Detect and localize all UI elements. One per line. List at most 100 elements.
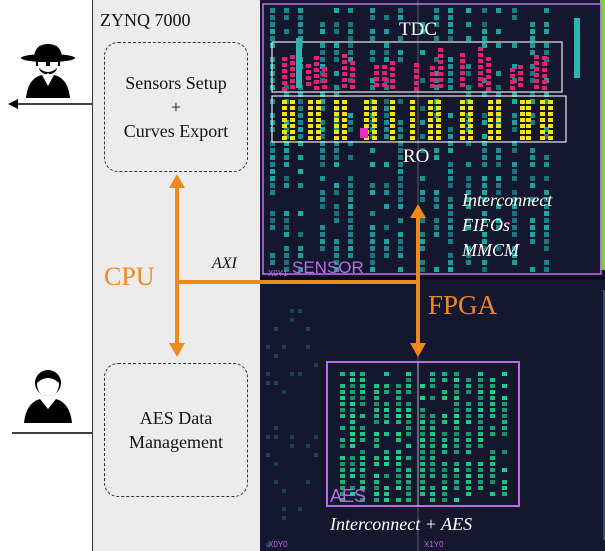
ro-cell — [342, 112, 347, 116]
fabric-cell — [530, 218, 535, 223]
fabric-cell — [544, 239, 549, 244]
aes-cell — [384, 456, 389, 460]
ro-cell — [428, 100, 433, 104]
fabric-cell — [434, 155, 439, 160]
fpga-panel — [260, 0, 605, 551]
fabric-cell — [448, 197, 453, 202]
aes-cell — [420, 414, 425, 418]
fabric-cell — [448, 22, 453, 27]
fabric-cell — [496, 71, 501, 76]
fabric-cell — [434, 267, 439, 272]
fabric-cell — [348, 36, 353, 41]
fpga-device-view — [260, 0, 605, 551]
fabric-cell — [284, 183, 289, 188]
aes-cell — [396, 450, 401, 454]
aes-cell — [384, 372, 389, 376]
fabric-cell — [482, 176, 487, 181]
aes-cell — [360, 456, 365, 460]
ro-cell — [548, 100, 553, 104]
zynq-title: ZYNQ 7000 — [100, 10, 191, 30]
tdc-cell — [534, 55, 539, 59]
fabric-cell — [420, 267, 425, 272]
fabric-cell — [384, 246, 389, 251]
fabric-cell — [530, 64, 535, 69]
aes-cell — [454, 486, 459, 490]
fabric-cell — [334, 85, 339, 90]
fabric-cell — [466, 71, 471, 76]
fabric-cell — [448, 127, 453, 132]
fabric-cell — [496, 183, 501, 188]
fabric-cell — [334, 57, 339, 62]
aes-cell — [340, 408, 345, 412]
tdc-cell — [290, 79, 295, 83]
aes-cell — [442, 372, 447, 376]
tdc-cell — [518, 65, 523, 69]
fabric-cell — [496, 155, 501, 160]
fabric-cell — [334, 183, 339, 188]
aes-cell — [406, 390, 411, 394]
fabric-cell — [398, 99, 403, 104]
fabric-cell — [448, 267, 453, 272]
fabric-cell — [298, 92, 303, 97]
fabric-cell — [530, 183, 535, 188]
fabric-cell — [348, 113, 353, 118]
tdc-cell — [374, 83, 379, 87]
fabric-cell — [370, 267, 375, 272]
ro-cell — [468, 100, 473, 104]
aes-cell — [340, 444, 345, 448]
ro-cell — [496, 124, 501, 128]
tdc-cell — [290, 85, 295, 89]
fabric-cell — [434, 197, 439, 202]
fabric-cell — [306, 444, 310, 448]
ro-cell — [468, 112, 473, 116]
aes-cell — [442, 498, 447, 502]
fabric-cell — [334, 260, 339, 265]
fabric-cell — [512, 204, 517, 209]
ro-cell — [316, 124, 321, 128]
fabric-cell — [298, 232, 303, 237]
tdc-cell — [534, 85, 539, 89]
fabric-cell — [348, 211, 353, 216]
aes-cell — [384, 474, 389, 478]
ro-cell — [364, 124, 369, 128]
tdc-cell — [518, 83, 523, 87]
aes-cell — [350, 456, 355, 460]
fabric-cell — [512, 148, 517, 153]
fabric-cell — [314, 453, 318, 457]
aes-cell — [490, 396, 495, 400]
fabric-cell — [290, 318, 294, 322]
fabric-cell — [512, 15, 517, 20]
user-icon — [24, 370, 72, 423]
fabric-cell — [298, 29, 303, 34]
fabric-cell — [482, 232, 487, 237]
aes-cell — [430, 438, 435, 442]
tdc-cell — [486, 87, 491, 91]
ro-cell — [308, 118, 313, 122]
fabric-cell — [398, 8, 403, 13]
tdc-cell — [382, 71, 387, 75]
tdc-cell — [438, 84, 443, 88]
fabric-cell — [420, 246, 425, 251]
fabric-cell — [434, 225, 439, 230]
tdc-cell — [510, 74, 515, 78]
fabric-cell — [348, 218, 353, 223]
fabric-cell — [334, 218, 339, 223]
interconnect-line2: FIFOs — [462, 215, 510, 236]
aes-cell — [454, 378, 459, 382]
ro-cell — [290, 100, 295, 104]
tdc-cell — [460, 77, 465, 81]
fabric-cell — [348, 43, 353, 48]
tdc-cell — [322, 73, 327, 77]
fabric-cell — [348, 197, 353, 202]
aes-cell — [478, 384, 483, 388]
fabric-cell — [512, 8, 517, 13]
fabric-cell — [298, 127, 303, 132]
aes-cell — [340, 474, 345, 478]
tdc-cell — [390, 61, 395, 65]
tdc-cell — [414, 63, 419, 67]
aes-cell — [454, 396, 459, 400]
tdc-cell — [282, 87, 287, 91]
tdc-cell — [290, 61, 295, 65]
fabric-cell — [530, 239, 535, 244]
